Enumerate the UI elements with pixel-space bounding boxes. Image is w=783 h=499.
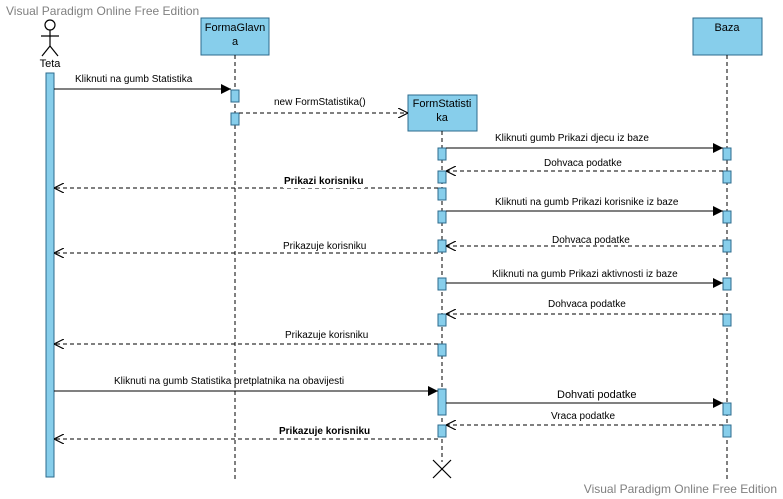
activation-form-statistika	[437, 424, 447, 438]
watermark-top: Visual Paradigm Online Free Edition	[6, 4, 200, 18]
message-m3[interactable]: Kliknuti gumb Prikazi djecu iz baze	[446, 133, 723, 153]
activation-form-statistika	[437, 343, 447, 357]
message-label: Kliknuti na gumb Prikazi korisnike iz ba…	[495, 197, 679, 208]
lifeline-label-forma-glavna-2: a	[232, 36, 239, 48]
message-label: Kliknuti na gumb Statistika	[75, 74, 193, 85]
message-m6[interactable]: Kliknuti na gumb Prikazi korisnike iz ba…	[446, 197, 723, 216]
actor-name: Teta	[40, 58, 62, 70]
activation-form-statistika	[437, 277, 447, 291]
message-m14[interactable]: Vraca podatke	[446, 411, 723, 425]
message-m10[interactable]: Dohvaca podatke	[446, 299, 723, 314]
message-m4[interactable]: Dohvaca podatke	[446, 158, 723, 171]
activation-form-statistika	[437, 147, 447, 161]
lifeline-head-forma-glavna[interactable]: FormaGlavn a	[200, 17, 270, 56]
destroy-x-icon	[432, 459, 452, 479]
message-m15[interactable]: Prikazuje korisniku	[54, 426, 438, 439]
message-m7[interactable]: Dohvaca podatke	[446, 235, 723, 246]
actor-teta[interactable]: Teta	[40, 19, 62, 70]
activation-form-statistika	[437, 170, 447, 184]
watermark-bottom: Visual Paradigm Online Free Edition	[583, 482, 777, 496]
stick-figure-actor-icon	[41, 19, 59, 57]
lifeline-label-baza: Baza	[714, 22, 740, 34]
activation-baza	[722, 313, 732, 327]
lifeline-head-baza[interactable]: Baza	[692, 17, 763, 56]
activation-forma-glavna-1	[230, 89, 240, 103]
activation-form-statistika	[437, 313, 447, 327]
message-m1[interactable]: Kliknuti na gumb Statistika	[54, 74, 231, 94]
message-m12[interactable]: Kliknuti na gumb Statistika pretplatnika…	[54, 376, 438, 396]
activation-forma-glavna-2	[230, 112, 240, 126]
activation-baza	[722, 402, 732, 416]
activation-form-statistika	[437, 239, 447, 253]
message-label: Dohvaca podatke	[544, 158, 622, 169]
message-m11[interactable]: Prikazuje korisniku	[54, 330, 438, 344]
message-m9[interactable]: Kliknuti na gumb Prikazi aktivnosti iz b…	[446, 269, 723, 288]
message-m13[interactable]: Dohvati podatke	[446, 389, 723, 408]
message-label: Vraca podatke	[551, 411, 616, 422]
message-m8[interactable]: Prikazuje korisniku	[54, 241, 438, 253]
message-label: Dohvati podatke	[557, 389, 637, 401]
activation-form-statistika	[437, 210, 447, 224]
lifeline-label-form-statistika-2: ka	[436, 112, 449, 124]
message-m2[interactable]: new FormStatistika()	[239, 97, 408, 113]
message-label: Prikazuje korisniku	[283, 241, 366, 252]
message-label: Dohvaca podatke	[548, 299, 626, 310]
activation-baza	[722, 170, 732, 184]
lifeline-head-form-statistika[interactable]: FormStatisti ka	[407, 94, 478, 132]
activation-form-statistika	[437, 388, 447, 416]
message-label: Kliknuti gumb Prikazi djecu iz baze	[495, 133, 649, 144]
activation-baza	[722, 239, 732, 253]
message-m5[interactable]: Prikazi korisniku	[54, 176, 438, 188]
lifeline-label-form-statistika-1: FormStatisti	[413, 98, 472, 110]
message-label: new FormStatistika()	[274, 97, 366, 108]
activation-baza	[722, 147, 732, 161]
message-label: Prikazuje korisniku	[279, 426, 370, 437]
message-label: Prikazi korisniku	[284, 176, 363, 187]
lifeline-label-forma-glavna-1: FormaGlavn	[205, 22, 266, 34]
activation-form-statistika	[437, 187, 447, 201]
message-label: Kliknuti na gumb Prikazi aktivnosti iz b…	[492, 269, 678, 280]
activation-baza	[722, 424, 732, 438]
activation-baza	[722, 277, 732, 291]
activation-baza	[722, 210, 732, 224]
activation-teta	[45, 72, 55, 478]
message-label: Kliknuti na gumb Statistika pretplatnika…	[114, 376, 344, 387]
message-label: Prikazuje korisniku	[285, 330, 368, 341]
message-label: Dohvaca podatke	[552, 235, 630, 246]
